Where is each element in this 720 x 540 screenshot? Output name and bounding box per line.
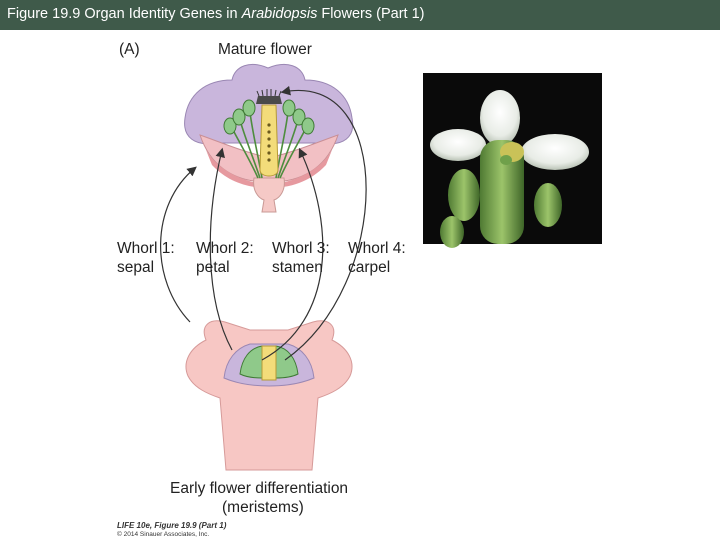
whorl-3-name: Whorl 3: [272, 240, 330, 257]
arrow-stamen [261, 147, 324, 361]
meristem-label-line2: (meristems) [222, 499, 304, 516]
meristem-base [185, 320, 353, 471]
arrow-petal [209, 147, 233, 351]
photo-bud-left [448, 169, 480, 221]
photo-bud-bottom [440, 216, 464, 248]
photo-bud-right [534, 183, 562, 227]
photo-anther [500, 155, 512, 165]
petal-edge [206, 150, 332, 188]
credit-line2: © 2014 Sinauer Associates, Inc. [117, 531, 210, 538]
arrow-sepal [160, 166, 197, 323]
whorl-1-organ: sepal [117, 259, 155, 276]
credit-line1: LIFE 10e, Figure 19.9 (Part 1) [117, 521, 227, 530]
stamen-anthers [223, 99, 315, 135]
whorl-4-name: Whorl 4: [348, 240, 406, 257]
title-suffix: Flowers (Part 1) [317, 6, 425, 22]
mature-flower-label: Mature flower [218, 41, 312, 58]
whorl-2-name: Whorl 2: [196, 240, 254, 257]
meristem-carpel [261, 345, 277, 381]
whorl-4-label: Whorl 4: carpel [348, 239, 406, 277]
whorl-3-label: Whorl 3: stamen [272, 239, 330, 277]
title-prefix: Figure 19.9 Organ Identity Genes in [7, 6, 242, 22]
photo-petal-right [521, 134, 589, 170]
title-bar: Figure 19.9 Organ Identity Genes in Arab… [0, 0, 720, 30]
whorl-1-label: Whorl 1: sepal [117, 239, 175, 277]
whorl-2-label: Whorl 2: petal [196, 239, 254, 277]
ovules [267, 123, 271, 162]
flower-photo [423, 73, 602, 248]
arrow-carpel [280, 85, 367, 361]
title-italic: Arabidopsis [241, 6, 318, 22]
whorl-4-organ: carpel [348, 259, 391, 276]
whorl-1-name: Whorl 1: [117, 240, 175, 257]
mapping-arrows [160, 85, 367, 361]
photo-petal-left [430, 129, 486, 161]
stigma [256, 96, 282, 104]
receptacle [253, 177, 285, 213]
photo-petal-top [480, 90, 520, 146]
panel-label: (A) [119, 41, 140, 58]
whorl-3-organ: stamen [272, 259, 323, 276]
meristem [185, 320, 353, 471]
mature-flower [184, 64, 354, 213]
whorl-2-organ: petal [196, 259, 230, 276]
photo-stem [480, 140, 524, 244]
meristem-label-line1: Early flower differentiation [170, 480, 349, 497]
slide-title: Figure 19.9 Organ Identity Genes in Arab… [7, 6, 425, 22]
